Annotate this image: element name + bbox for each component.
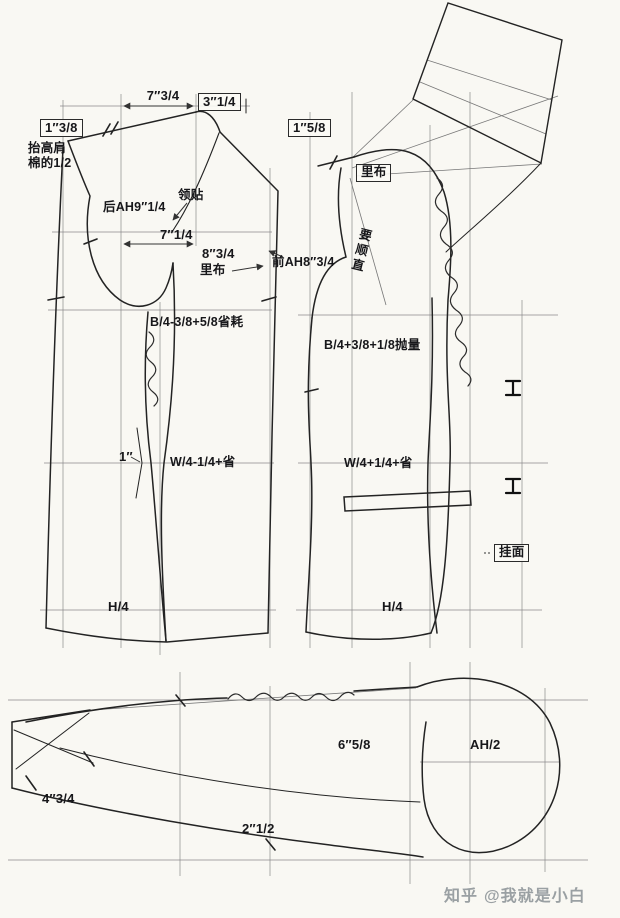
front-hip-formula-label: H/4 (382, 599, 403, 614)
sleeve-cap-squiggle (227, 691, 355, 702)
back-neck-rise-label: 1″3/8 (40, 119, 83, 138)
segment-8-label: 8″3/4 (202, 246, 235, 261)
back-waist-formula-label: W/4-1/4+省 (170, 455, 236, 469)
sleeve-cap-height-label: AH/2 (470, 737, 501, 752)
sleeve-elbow-label: 2″1/2 (242, 821, 275, 836)
button-marks (504, 379, 522, 495)
watermark: 知乎 @我就是小白 (444, 882, 586, 906)
pocket-welt (343, 490, 472, 512)
back-top-segment-label: 3″1/4 (198, 93, 241, 112)
guide-diagonals (91, 59, 559, 711)
watermark-brand: 知乎 (444, 888, 479, 905)
cross-back-width-label: 7″1/4 (160, 227, 193, 242)
dimension-arrows (123, 102, 490, 554)
sleeve-cuff-width-label: 4″3/4 (42, 791, 75, 806)
collar-piece-outline (412, 2, 563, 253)
sleeve-outline (11, 677, 561, 858)
collar-facing-label: 领贴 (178, 188, 204, 202)
back-panel-squiggle (145, 331, 159, 407)
facing-label: 挂面 (494, 544, 530, 562)
front-squiggle (434, 177, 472, 387)
squiggle-lines (145, 177, 472, 702)
notch-ticks (25, 98, 338, 851)
watermark-author: @我就是小白 (484, 888, 586, 905)
shoulder-pad-note: 抬高肩 棉的1/2 (28, 141, 71, 171)
shoulder-pad-note-line2: 棉的1/2 (28, 155, 72, 170)
front-bust-formula-label: B/4+3/8+1/8抛量 (324, 338, 421, 352)
front-lining-label: 里布 (356, 164, 392, 182)
front-armhole-label: 前AH8″3/4 (272, 255, 335, 269)
back-armhole-label: 后AH9″1/4 (103, 200, 166, 214)
front-neck-drop-label: 1″5/8 (288, 119, 331, 138)
back-top-width-label: 7″3/4 (146, 88, 180, 103)
sleeve-cap-width-label: 6″5/8 (338, 737, 371, 752)
back-lining-label: 里布 (200, 263, 226, 277)
back-piece-outline (45, 110, 279, 643)
front-piece-outline (305, 148, 472, 640)
construction-grid (8, 92, 588, 884)
back-hip-formula-label: H/4 (108, 599, 129, 614)
front-waist-formula-label: W/4+1/4+省 (344, 456, 413, 470)
shoulder-pad-note-line1: 抬高肩 (28, 141, 67, 155)
back-bust-formula-label: B/4-3/8+5/8省耗 (150, 315, 244, 329)
back-dart-width-label: 1″ (119, 449, 133, 464)
